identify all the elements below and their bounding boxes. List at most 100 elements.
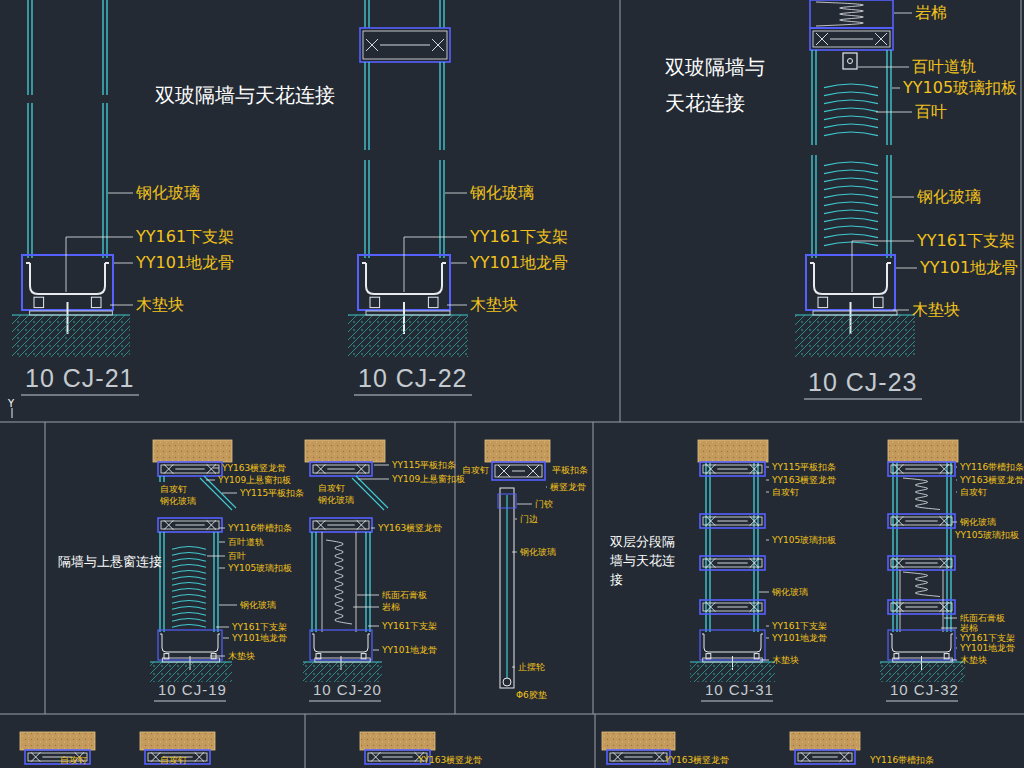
leader-line xyxy=(894,13,912,14)
glass-pane xyxy=(439,0,440,28)
profile-clip xyxy=(894,558,949,567)
profile-clip xyxy=(706,558,759,567)
channel-foot xyxy=(818,297,828,307)
part-label: YY161下支架 xyxy=(917,231,1015,250)
gypsum-board xyxy=(900,570,901,632)
louver-blade xyxy=(172,619,206,622)
leader-line xyxy=(66,237,133,292)
louver-blade xyxy=(824,108,878,112)
louver-blade xyxy=(172,547,206,550)
part-label: 横竖龙骨 xyxy=(550,482,586,493)
profile-web xyxy=(717,469,747,470)
glass-pane xyxy=(102,0,103,95)
profile-web xyxy=(624,757,652,758)
leader-line xyxy=(207,556,225,557)
part-label: YY161下支架 xyxy=(232,622,287,633)
louver-blade xyxy=(824,226,878,230)
louver-blade xyxy=(172,559,206,562)
glass-pane xyxy=(950,462,951,632)
louver-blade xyxy=(824,124,878,128)
part-label: 木垫块 xyxy=(136,295,184,314)
leader-line xyxy=(404,237,467,292)
leader-line xyxy=(210,656,225,657)
glass-pane xyxy=(886,50,887,145)
louver-blade xyxy=(172,607,206,610)
leader-line xyxy=(353,607,379,608)
ceiling-slab xyxy=(790,732,860,750)
lower-bracket xyxy=(30,263,105,294)
glass-pane xyxy=(368,0,369,28)
sheet-border xyxy=(305,714,306,768)
part-label: 止摆轮 xyxy=(518,662,545,673)
part-label: 木垫块 xyxy=(960,655,987,666)
louver-blade xyxy=(824,170,878,174)
louver-blade xyxy=(824,92,878,96)
leader-line xyxy=(110,305,133,306)
axis-letter: Y xyxy=(8,398,14,410)
louver-blade xyxy=(824,242,878,246)
profile-web xyxy=(905,469,937,470)
rock-wool xyxy=(903,572,940,597)
louver-blade xyxy=(172,577,206,580)
floor-slab xyxy=(303,662,382,682)
detail-number: 10 CJ-19 xyxy=(158,681,227,699)
part-label: 木垫块 xyxy=(228,651,255,662)
part-label: YY101地龙骨 xyxy=(136,253,234,272)
profile-clip xyxy=(164,520,216,529)
part-label: 纸面石膏板 xyxy=(960,613,1005,624)
part-label: 钢化玻璃 xyxy=(772,587,808,598)
part-label: YY115平板扣条 xyxy=(772,462,836,473)
profile-web xyxy=(905,607,937,608)
glass-pane xyxy=(159,476,160,482)
louver-blade xyxy=(824,218,878,222)
leader-line xyxy=(876,112,912,113)
frame-profile xyxy=(607,750,670,764)
frame-inner xyxy=(161,521,219,529)
wood-shim xyxy=(162,658,219,662)
leader-line xyxy=(213,468,219,469)
part-label: 百叶 xyxy=(228,551,246,562)
leader-line xyxy=(766,492,769,493)
ucs-icon xyxy=(12,408,13,418)
wood-shim xyxy=(366,311,450,315)
glass-pane xyxy=(31,0,32,95)
louver-blade xyxy=(824,116,878,120)
glass-pane xyxy=(890,50,891,145)
leader-line xyxy=(447,305,467,306)
louver-blade xyxy=(172,613,206,616)
ceiling-slab xyxy=(698,440,768,462)
profile-web xyxy=(812,757,837,758)
sheet-border xyxy=(1021,0,1022,422)
detail-underline xyxy=(886,700,958,701)
louver-blade xyxy=(172,583,206,586)
leader-line xyxy=(766,480,769,481)
profile-clip xyxy=(706,602,759,611)
leader-line xyxy=(219,528,225,529)
profile-clip xyxy=(316,464,366,473)
leader-line xyxy=(956,648,957,649)
frame-profile xyxy=(888,600,955,614)
profile-web xyxy=(512,471,525,472)
detail-number: 10 CJ-32 xyxy=(890,681,959,699)
door-hinge xyxy=(498,494,516,508)
part-label: 木垫块 xyxy=(470,295,518,314)
louver-blade xyxy=(172,565,206,568)
frame-profile xyxy=(810,28,893,50)
leader-line xyxy=(512,667,515,668)
glass-pane xyxy=(443,62,444,150)
part-label: 钢化玻璃 xyxy=(240,600,276,611)
leader-line xyxy=(219,542,225,543)
part-label: 岩棉 xyxy=(915,3,947,22)
part-label: 钢化玻璃 xyxy=(160,496,196,507)
profile-web xyxy=(717,607,747,608)
part-label: 岩棉 xyxy=(960,623,978,634)
bracket-lip xyxy=(702,634,763,635)
detail-underline xyxy=(701,700,773,701)
leader-line xyxy=(374,465,389,466)
leader-line xyxy=(892,197,914,198)
detail-underline xyxy=(804,398,922,399)
ceiling-slab xyxy=(360,732,435,750)
glass-pane xyxy=(368,62,369,150)
leader-line xyxy=(766,540,769,541)
